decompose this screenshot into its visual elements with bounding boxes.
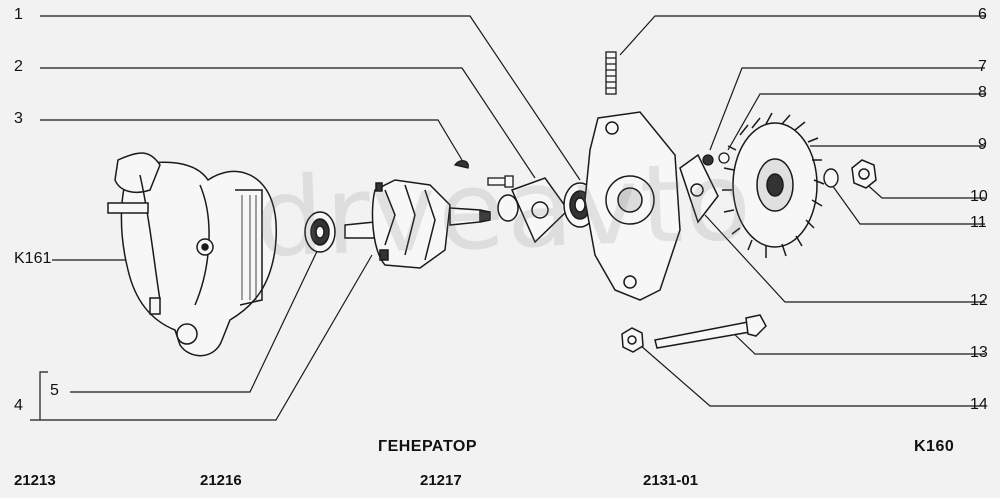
- callout-11: 11: [970, 214, 987, 231]
- bushing-part: [497, 194, 519, 222]
- model-code-2: 21216: [200, 472, 242, 489]
- callout-1: 1: [14, 6, 23, 23]
- spacer-plate-part: [679, 153, 719, 224]
- model-code-3: 21217: [420, 472, 462, 489]
- model-code-4: 2131-01: [643, 472, 699, 489]
- callout-6: 6: [978, 6, 987, 23]
- rotor-part: [344, 179, 491, 269]
- leader-line-1: [40, 15, 581, 181]
- callout-7: 7: [978, 58, 987, 75]
- long-bolt-part: [654, 314, 767, 349]
- leader-line-12: [704, 214, 985, 303]
- callout-8: 8: [978, 84, 987, 101]
- woodruff-key-part: [453, 160, 469, 169]
- model-code-1: 21213: [14, 472, 56, 489]
- page-code: K160: [914, 438, 955, 455]
- leader-line-4: [30, 254, 373, 421]
- bracket-4: [39, 371, 48, 420]
- small-nut-part: [702, 154, 714, 166]
- washer-part: [823, 168, 839, 188]
- callout-10: 10: [970, 188, 988, 205]
- front-cover-part: [584, 111, 681, 301]
- leader-line-6: [619, 15, 985, 56]
- leader-line-3: [40, 119, 463, 161]
- callout-k161: K161: [14, 250, 52, 267]
- callout-4: 4: [14, 397, 23, 414]
- callout-3: 3: [14, 110, 23, 127]
- callout-5: 5: [50, 382, 59, 399]
- screw-part: [487, 175, 514, 188]
- callout-13: 13: [970, 344, 988, 361]
- bolt-nut-part: [621, 327, 644, 353]
- bearing-cover-plate-part: [510, 177, 569, 244]
- leader-line-2: [40, 67, 536, 179]
- leader-line-10: [861, 179, 985, 199]
- leader-line-7: [709, 67, 985, 151]
- leader-line-11: [831, 184, 985, 225]
- stud-part: [605, 51, 617, 95]
- callout-12: 12: [970, 292, 988, 309]
- callout-14: 14: [970, 396, 988, 413]
- callout-2: 2: [14, 58, 23, 75]
- rear-housing-part: [107, 152, 277, 357]
- leader-line-13: [729, 329, 985, 355]
- watermark-text: drveavto: [252, 139, 755, 282]
- leader-line-8: [727, 93, 985, 151]
- leader-line-14: [639, 344, 985, 407]
- diagram-title: ГЕНЕРАТОР: [378, 438, 477, 455]
- rear-bearing-part: [304, 211, 336, 253]
- small-washer-part: [718, 152, 730, 164]
- pulley-nut-part: [851, 159, 877, 189]
- callout-9: 9: [978, 136, 987, 153]
- leader-line-5: [70, 244, 321, 393]
- pulley-fan-part: [722, 112, 825, 258]
